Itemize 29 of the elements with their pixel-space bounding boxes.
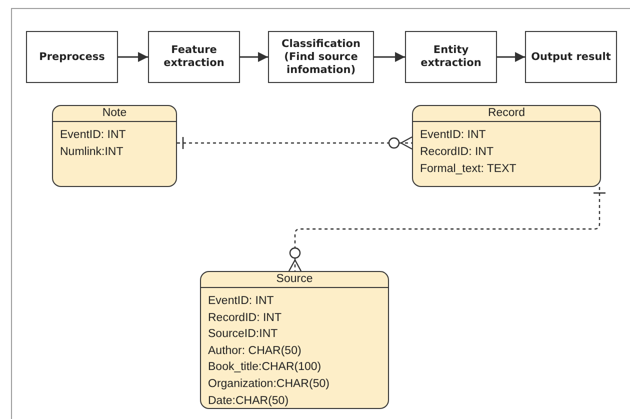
entity-name: Source	[201, 272, 388, 288]
entity-name: Note	[53, 106, 176, 122]
process-box: Output result	[525, 31, 617, 83]
process-box: Classification (Find source infomation)	[268, 31, 374, 83]
arrow	[497, 52, 525, 62]
attribute-text: RecordID: INT	[420, 145, 494, 160]
process-box: Entity extraction	[405, 31, 497, 83]
relationship-line	[177, 136, 413, 150]
attribute-text: Formal_text: TEXT	[420, 162, 516, 177]
entity-name: Record	[413, 106, 600, 122]
attribute-text: EventID: INT	[208, 294, 274, 309]
attribute-text: SourceID:INT	[208, 327, 278, 342]
arrow	[240, 52, 268, 62]
attribute-text: Numlink:INT	[60, 145, 124, 160]
arrow	[374, 52, 405, 62]
relationship-line	[288, 187, 606, 272]
attribute-text: Organization:CHAR(50)	[208, 376, 330, 392]
attribute-text: RecordID: INT	[208, 310, 282, 326]
entity-table	[412, 105, 601, 187]
entity-table	[52, 105, 177, 187]
attribute-text: Book_title:CHAR(100)	[208, 360, 322, 376]
arrow	[118, 52, 148, 62]
attribute-text: Author: CHAR(50)	[208, 344, 302, 359]
entity-table	[200, 271, 389, 409]
attribute-text: EventID: INT	[420, 128, 486, 143]
process-box: Feature extraction	[148, 31, 240, 83]
process-box: Preprocess	[26, 31, 118, 83]
attribute-text: EventID: INT	[60, 128, 126, 143]
attribute-text: Date:CHAR(50)	[208, 394, 289, 409]
